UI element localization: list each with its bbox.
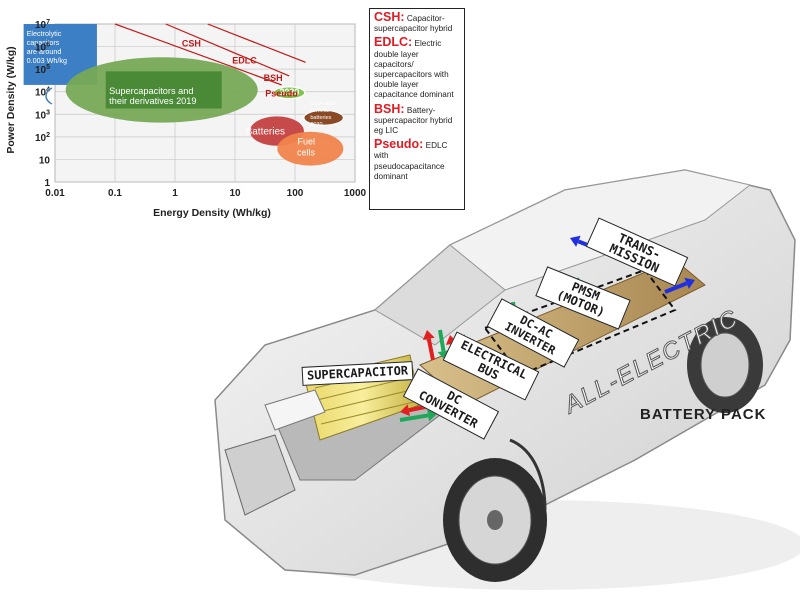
legend-key: CSH: [374, 10, 401, 24]
li-batteries-label: Li ion and: [310, 101, 334, 107]
li-batteries-label: batteries: [310, 115, 331, 121]
annotation-pseudo: Pseudo: [265, 89, 298, 99]
legend-desc: Capacitor-supercapacitor hybrid: [374, 14, 453, 34]
y-tick-label: 103: [35, 109, 50, 121]
li-batteries-label: 2030: [310, 122, 322, 128]
x-tick-label: 1000: [344, 188, 367, 199]
supercapacitor-label: their derivatives 2019: [109, 96, 196, 106]
battery-pack-label: BATTERY PACK: [640, 406, 767, 423]
electrolytic-label: Electrolytic: [27, 29, 62, 38]
fuel-cells-label: cells: [297, 147, 316, 157]
acronym-legend: CSH: Capacitor-supercapacitor hybrid EDL…: [369, 8, 465, 210]
y-tick-label: 10: [39, 155, 51, 166]
legend-entry-bsh: BSH: Battery-supercapacitor hybrid eg LI…: [374, 101, 453, 136]
region-fuel-cells: [277, 131, 344, 166]
flow-arrow-to-supercap-head: [400, 404, 411, 417]
legend-entry-pseudo: Pseudo: EDLC with pseudocapacitance domi…: [374, 137, 448, 181]
legend-key: BSH: [374, 101, 401, 116]
flow-arrow-up: [426, 338, 435, 361]
flow-arrow-down: [438, 329, 446, 352]
flow-arrow-side-head: [684, 277, 695, 289]
x-tick-label: 10: [229, 188, 241, 199]
region-2030: [272, 86, 306, 100]
hybrid-boundary-line: [165, 23, 290, 77]
pointer-arrow: [45, 87, 53, 105]
charge-cable: [509, 438, 547, 511]
x-tick-label: 100: [287, 188, 304, 199]
batteries-label: Batteries: [246, 126, 285, 137]
rear-wheel: [687, 317, 763, 413]
li-batteries-label: Li metal: [310, 108, 329, 114]
annotation-edlc: EDLC: [232, 55, 257, 65]
annotation-csh: CSH: [182, 39, 201, 49]
fuel-cells-label: Fuel: [297, 137, 315, 147]
electrolytic-label: 0.003 Wh/kg: [27, 56, 67, 65]
electrolytic-label: are around: [27, 47, 62, 56]
supercapacitor-label: Supercapacitors and: [109, 86, 193, 96]
y-axis-label: Power Density (W/kg): [5, 46, 17, 153]
y-tick-label: 1: [44, 178, 50, 189]
front-grille: [224, 434, 296, 516]
flow-arrow-up-head: [422, 330, 435, 341]
flow-arrow-from-supercap-head: [427, 409, 437, 422]
supercap-highlight: [105, 71, 222, 109]
flow-arrow-side: [664, 281, 688, 294]
region-li-ion-and-li-metal-batteries-2030: [303, 109, 345, 126]
future-2030-label: 2030: [279, 87, 299, 97]
legend-desc: Electric double layer capacitors/ superc…: [374, 39, 454, 100]
x-axis-label: Energy Density (Wh/kg): [153, 207, 271, 219]
x-tick-label: 0.01: [45, 188, 65, 199]
legend-desc: EDLC with pseudocapacitance dominant: [374, 141, 448, 181]
flow-arrow-side-head: [570, 235, 581, 247]
hybrid-boundary-line: [207, 23, 306, 63]
hybrid-boundary-line: [114, 23, 282, 86]
flow-arrow-from-supercap: [399, 413, 429, 422]
legend-key: Pseudo: [374, 137, 420, 152]
x-tick-label: 0.1: [108, 188, 122, 199]
front-wheel: [443, 458, 547, 582]
annotation-bsh: BSH: [264, 73, 283, 83]
x-tick-label: 1: [172, 188, 178, 199]
legend-entry-csh: CSH: Capacitor-supercapacitor hybrid: [374, 10, 453, 34]
y-tick-label: 104: [35, 87, 50, 99]
electrolytic-label: capacitors: [27, 38, 60, 47]
windshield: [374, 244, 506, 346]
y-tick-label: 102: [35, 132, 50, 144]
headlight: [264, 389, 326, 431]
legend-entry-edlc: EDLC: Electric double layer capacitors/ …: [374, 35, 454, 100]
legend-key: EDLC: [374, 35, 409, 50]
legend-desc: Battery-supercapacitor hybrid eg LIC: [374, 105, 453, 136]
